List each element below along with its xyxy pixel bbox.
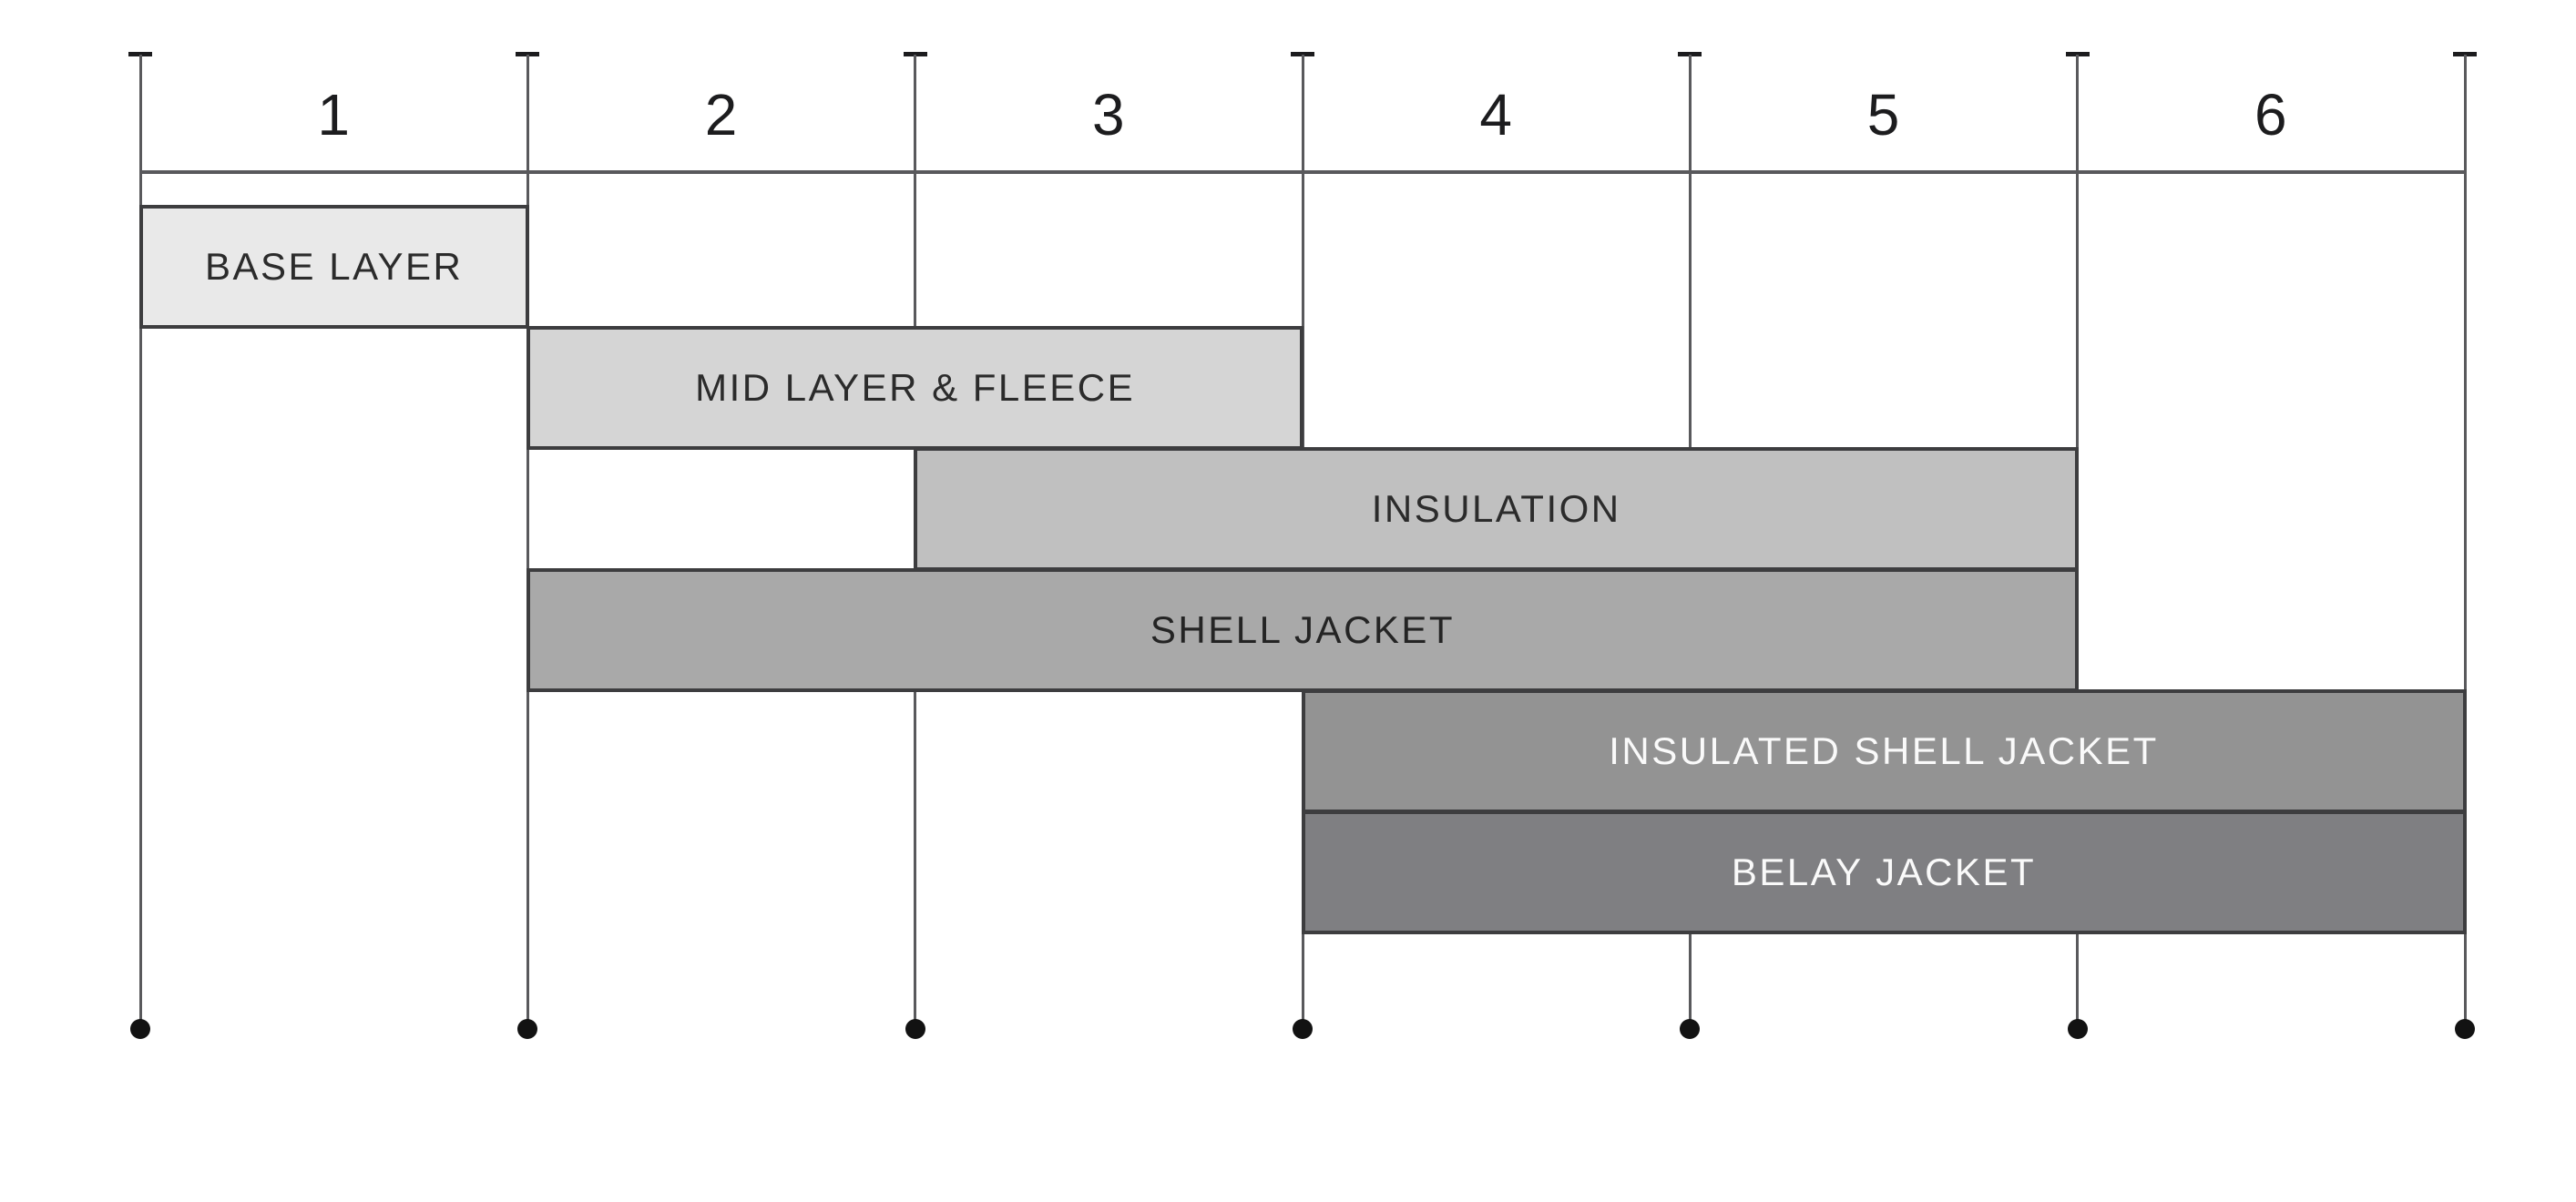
grid-line-end-dot bbox=[517, 1019, 538, 1039]
bar-label: BELAY JACKET bbox=[1731, 851, 2037, 893]
bar-base-layer: BASE LAYER bbox=[138, 205, 529, 329]
grid-line-end-dot bbox=[2067, 1019, 2088, 1039]
bar-label: SHELL JACKET bbox=[1150, 608, 1456, 651]
column-label-1: 1 bbox=[317, 82, 351, 148]
bar-insulation: INSULATION bbox=[914, 447, 2080, 571]
grid-line-top-tick bbox=[2065, 52, 2090, 56]
bar-label: INSULATION bbox=[1371, 487, 1621, 530]
column-label-4: 4 bbox=[1479, 82, 1513, 148]
grid-line-top-tick bbox=[128, 52, 152, 56]
grid-line-end-dot bbox=[2455, 1019, 2475, 1039]
grid-line-top-tick bbox=[2453, 52, 2477, 56]
grid-line-end-dot bbox=[905, 1019, 925, 1039]
grid-line bbox=[526, 55, 529, 1022]
bar-label: INSULATED SHELL JACKET bbox=[1609, 729, 2159, 772]
grid-line-end-dot bbox=[130, 1019, 150, 1039]
grid-line-top-tick bbox=[1678, 52, 1702, 56]
header-rule bbox=[140, 170, 2465, 174]
column-label-5: 5 bbox=[1866, 82, 1901, 148]
bar-shell-jacket: SHELL JACKET bbox=[526, 568, 2080, 692]
column-label-6: 6 bbox=[2254, 82, 2288, 148]
grid-line-end-dot bbox=[1680, 1019, 1701, 1039]
bar-insulated-shell-jacket: INSULATED SHELL JACKET bbox=[1301, 689, 2467, 813]
bar-mid-layer-fleece: MID LAYER & FLEECE bbox=[526, 326, 1304, 450]
grid-line-end-dot bbox=[1293, 1019, 1313, 1039]
grid-line bbox=[2463, 55, 2467, 1022]
bar-belay-jacket: BELAY JACKET bbox=[1301, 810, 2467, 934]
grid-line bbox=[138, 55, 142, 1022]
grid-line-top-tick bbox=[1291, 52, 1314, 56]
bar-label: MID LAYER & FLEECE bbox=[695, 366, 1136, 409]
grid-line-top-tick bbox=[903, 52, 927, 56]
bar-label: BASE LAYER bbox=[204, 245, 464, 288]
column-label-3: 3 bbox=[1092, 82, 1126, 148]
column-label-2: 2 bbox=[704, 82, 739, 148]
grid-line-top-tick bbox=[516, 52, 540, 56]
